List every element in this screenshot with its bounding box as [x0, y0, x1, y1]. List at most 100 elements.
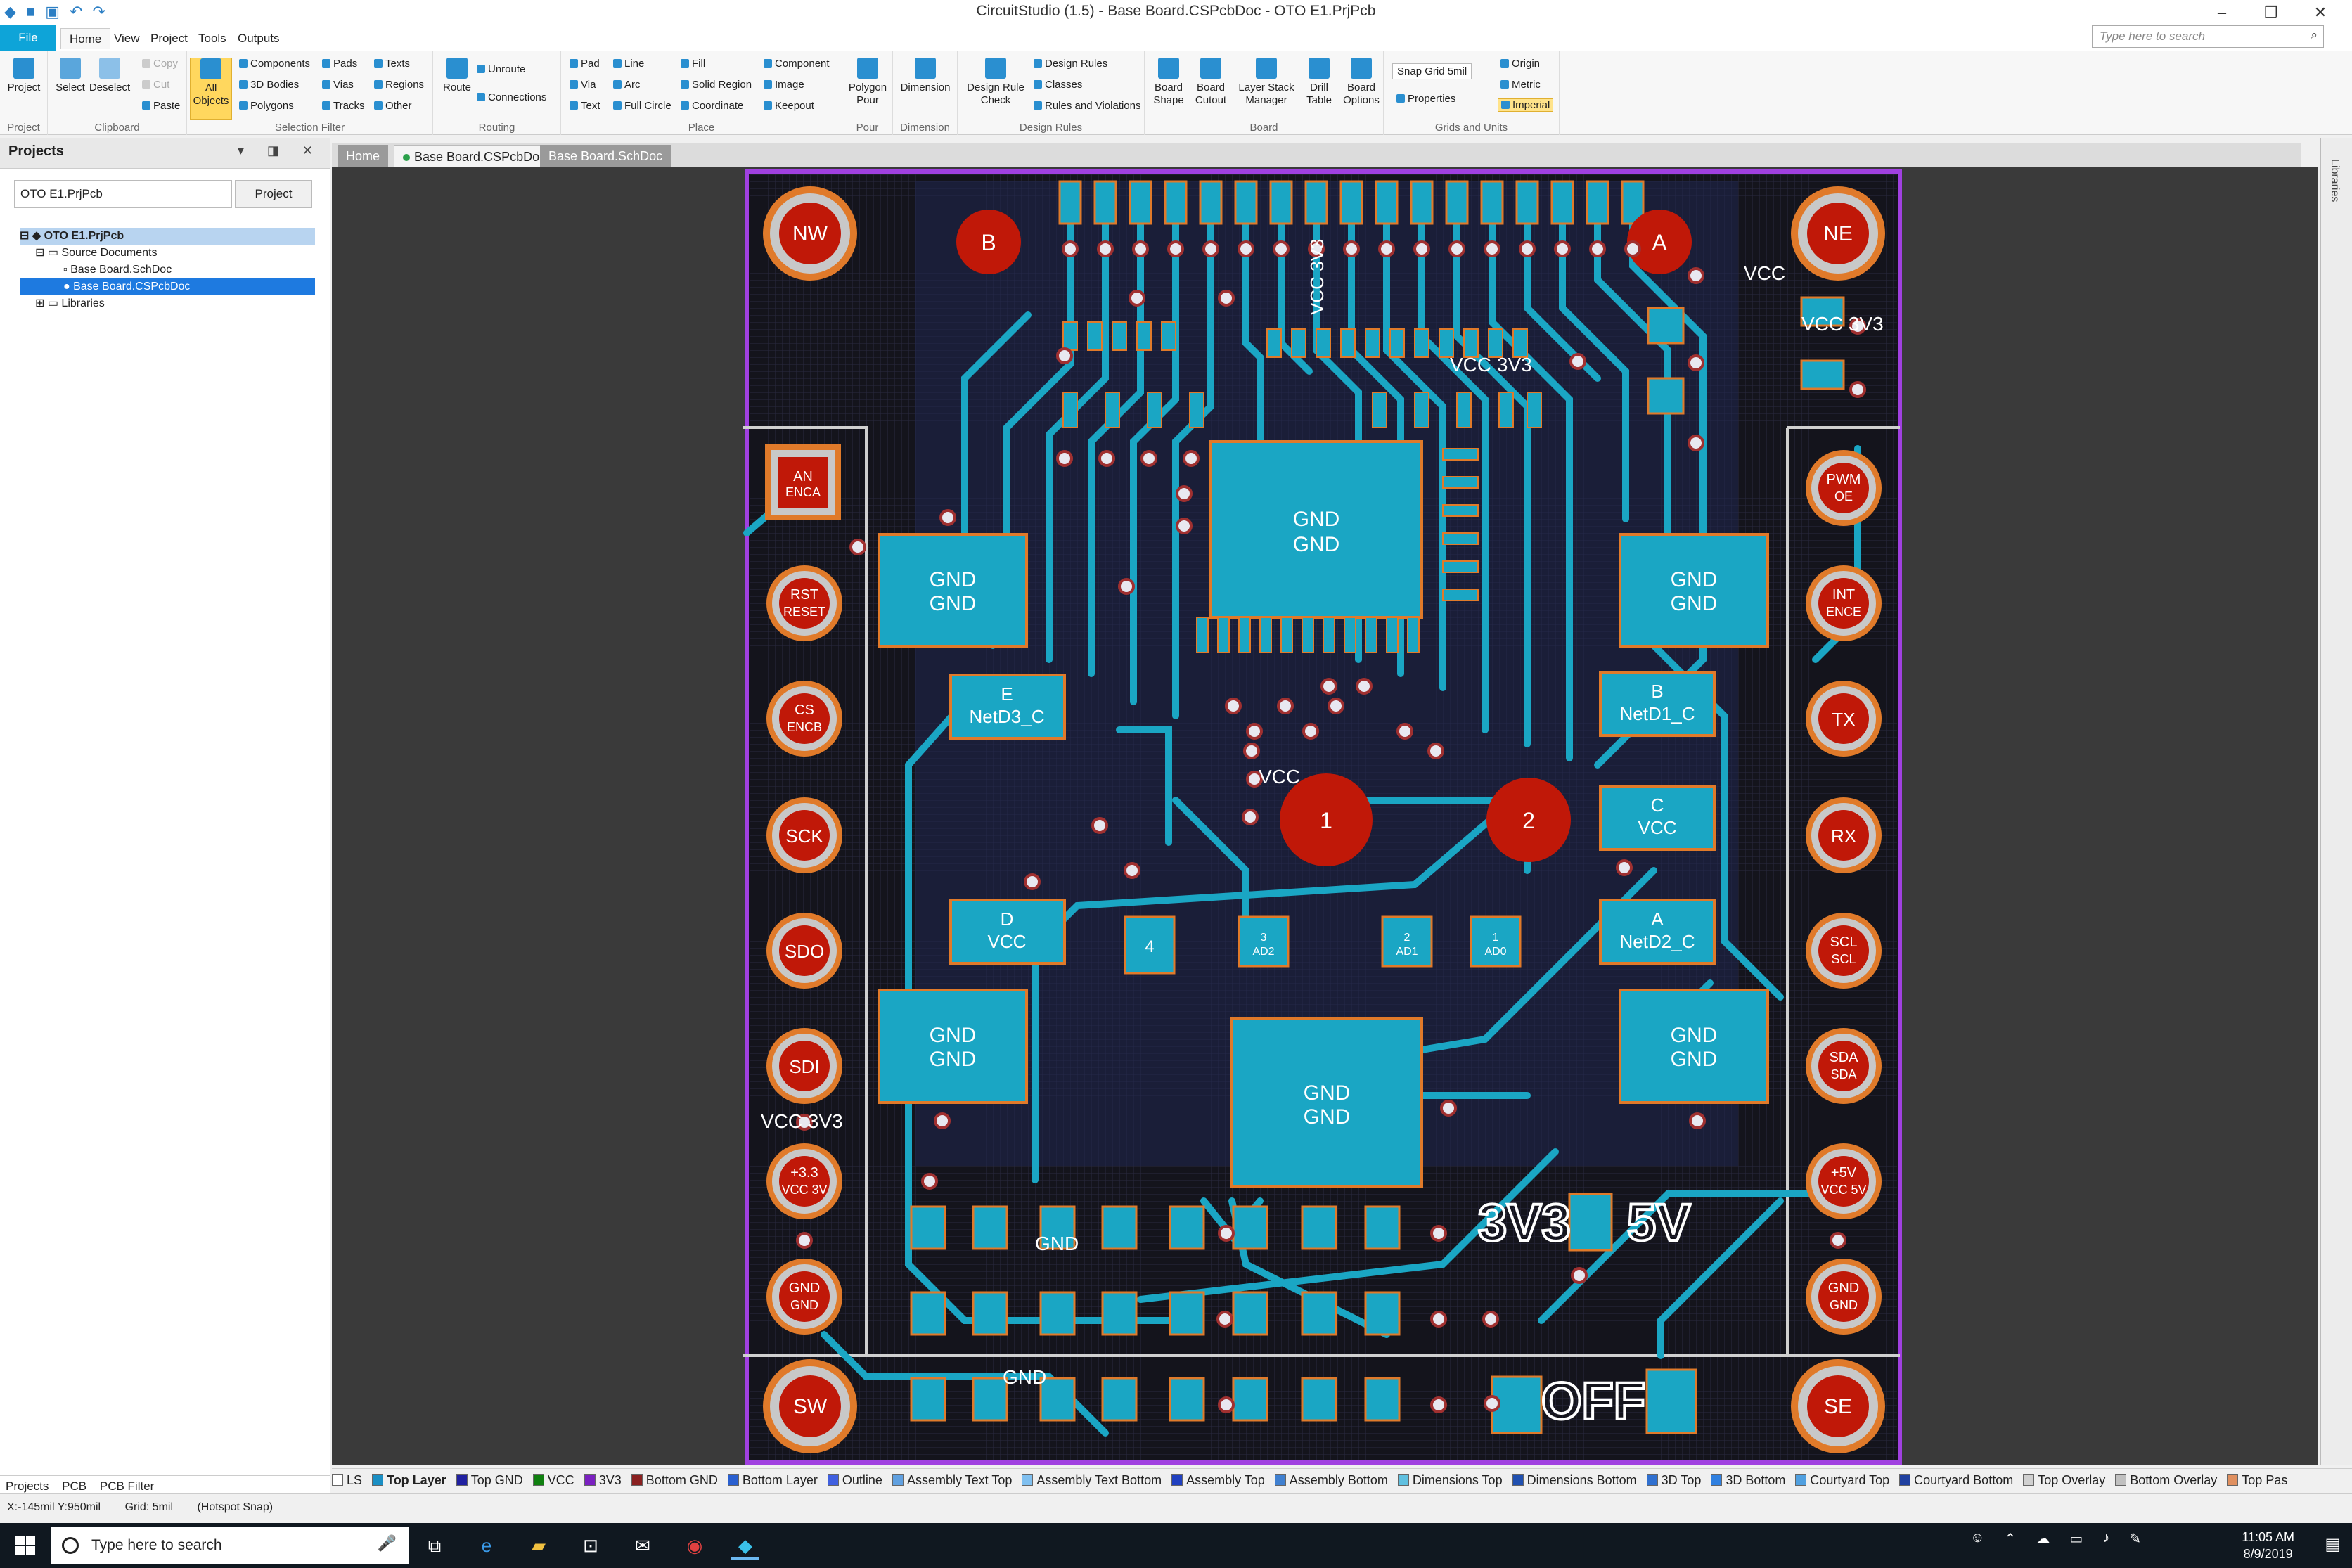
tab-pcb-panel[interactable]: PCB: [62, 1479, 87, 1493]
layer-tab-assembly-bottom[interactable]: Assembly Bottom: [1274, 1469, 1388, 1491]
layer-tab-assembly-text-top[interactable]: Assembly Text Top: [892, 1469, 1012, 1491]
project-field[interactable]: OTO E1.PrjPcb: [14, 180, 232, 208]
filter-3d-bodies[interactable]: 3D Bodies: [239, 79, 299, 91]
layer-tab-top-layer[interactable]: Top Layer: [372, 1469, 446, 1491]
layer-tab-bottom-gnd[interactable]: Bottom GND: [631, 1469, 718, 1491]
place-component[interactable]: Component: [764, 58, 830, 70]
place-fill[interactable]: Fill: [681, 58, 705, 70]
project-button-panel[interactable]: Project: [235, 180, 312, 208]
search-icon[interactable]: ⌕: [2311, 28, 2318, 41]
layer-tab-outline[interactable]: Outline: [827, 1469, 882, 1491]
taskbar-clock[interactable]: 11:05 AM 8/9/2019: [2242, 1530, 2294, 1561]
filter-polygons[interactable]: Polygons: [239, 100, 294, 112]
volume-icon[interactable]: ♪: [2102, 1530, 2110, 1545]
layer-tab-bottom-layer[interactable]: Bottom Layer: [727, 1469, 818, 1491]
cut-button[interactable]: Cut: [142, 79, 169, 91]
place-solid-region[interactable]: Solid Region: [681, 79, 752, 91]
unroute-button[interactable]: Unroute: [477, 63, 525, 75]
pen-icon[interactable]: ✎: [2129, 1531, 2141, 1547]
store-icon[interactable]: ⊡: [583, 1535, 598, 1556]
tray-chevron-icon[interactable]: ⌃: [2004, 1531, 2017, 1547]
board-options-button[interactable]: Board Options: [1340, 58, 1382, 107]
layer-tab-3v3[interactable]: 3V3: [584, 1469, 622, 1491]
tab-file[interactable]: File: [0, 25, 56, 51]
tree-item-libraries[interactable]: ⊞ ▭ Libraries: [35, 297, 105, 309]
place-arc[interactable]: Arc: [613, 79, 641, 91]
layer-tab-assembly-top[interactable]: Assembly Top: [1171, 1469, 1265, 1491]
filter-tracks[interactable]: Tracks: [322, 100, 364, 112]
layer-stack-manager-button[interactable]: Layer Stack Manager: [1235, 58, 1298, 107]
save-icon[interactable]: ■: [25, 3, 36, 20]
imperial-button[interactable]: Imperial: [1498, 98, 1554, 112]
close-button[interactable]: ✕: [2313, 4, 2327, 21]
origin-button[interactable]: Origin: [1500, 58, 1540, 70]
drill-table-button[interactable]: Drill Table: [1301, 58, 1337, 107]
layer-tab-courtyard-bottom[interactable]: Courtyard Bottom: [1899, 1469, 2013, 1491]
properties-button[interactable]: Properties: [1396, 93, 1455, 105]
layer-tab-dimensions-bottom[interactable]: Dimensions Bottom: [1512, 1469, 1637, 1491]
taskbar-search[interactable]: Type here to search 🎤: [51, 1527, 409, 1564]
layer-tab-3d-top[interactable]: 3D Top: [1646, 1469, 1701, 1491]
layer-tab-bottom-overlay[interactable]: Bottom Overlay: [2115, 1469, 2217, 1491]
tree-item-pcbdoc[interactable]: ● Base Board.CSPcbDoc: [20, 278, 315, 295]
search-input[interactable]: Type here to search ⌕: [2092, 25, 2324, 48]
classes-button[interactable]: Classes: [1034, 79, 1082, 91]
tab-project[interactable]: Project: [150, 32, 188, 45]
place-pad[interactable]: Pad: [570, 58, 600, 70]
redo-icon[interactable]: ↷: [92, 3, 105, 20]
mail-icon[interactable]: ✉: [635, 1535, 650, 1556]
place-via[interactable]: Via: [570, 79, 596, 91]
minimize-button[interactable]: –: [2217, 4, 2227, 21]
tab-projects-panel[interactable]: Projects: [6, 1479, 49, 1493]
all-objects-button[interactable]: All Objects: [190, 58, 232, 120]
undo-icon[interactable]: ↶: [70, 3, 83, 20]
task-view-icon[interactable]: ⧉: [428, 1535, 442, 1556]
layer-tab-3d-bottom[interactable]: 3D Bottom: [1711, 1469, 1785, 1491]
chrome-icon[interactable]: ◉: [686, 1535, 703, 1556]
filter-components[interactable]: Components: [239, 58, 310, 70]
filter-regions[interactable]: Regions: [374, 79, 424, 91]
tree-item-source-documents[interactable]: ⊟ ▭ Source Documents: [35, 247, 158, 259]
file-explorer-icon[interactable]: ▰: [532, 1535, 546, 1556]
restore-button[interactable]: ❐: [2264, 4, 2278, 21]
save-all-icon[interactable]: ▣: [45, 3, 60, 20]
place-line[interactable]: Line: [613, 58, 644, 70]
design-rule-check-button[interactable]: Design Rule Check: [962, 58, 1029, 107]
people-icon[interactable]: ☺: [1970, 1530, 1985, 1545]
project-button[interactable]: Project: [3, 58, 45, 94]
filter-texts[interactable]: Texts: [374, 58, 410, 70]
filter-other[interactable]: Other: [374, 100, 412, 112]
network-icon[interactable]: ▭: [2069, 1531, 2083, 1547]
deselect-button[interactable]: Deselect: [89, 58, 131, 94]
libraries-side-panel[interactable]: Libraries: [2320, 138, 2352, 1465]
tab-tools[interactable]: Tools: [198, 32, 226, 45]
route-button[interactable]: Route: [436, 58, 478, 94]
doc-tab-pcb[interactable]: Base Board.CSPcbDoc: [394, 145, 555, 167]
layer-tab-top-gnd[interactable]: Top GND: [456, 1469, 523, 1491]
place-coordinate[interactable]: Coordinate: [681, 100, 743, 112]
layer-tab-top-overlay[interactable]: Top Overlay: [2023, 1469, 2105, 1491]
layer-tab-courtyard-top[interactable]: Courtyard Top: [1795, 1469, 1889, 1491]
layer-tab-top-pas[interactable]: Top Pas: [2227, 1469, 2287, 1491]
place-full-circle[interactable]: Full Circle: [613, 100, 671, 112]
filter-pads[interactable]: Pads: [322, 58, 357, 70]
notification-icon[interactable]: ▤: [2325, 1535, 2341, 1554]
doc-tab-sch[interactable]: Base Board.SchDoc: [540, 145, 671, 167]
layer-tab-dimensions-top[interactable]: Dimensions Top: [1397, 1469, 1503, 1491]
board-shape-button[interactable]: Board Shape: [1148, 58, 1190, 107]
panel-controls[interactable]: ▾ ◨ ✕: [237, 143, 323, 158]
microphone-icon[interactable]: 🎤: [377, 1534, 397, 1552]
tab-pcb-filter-panel[interactable]: PCB Filter: [99, 1479, 155, 1493]
copy-button[interactable]: Copy: [142, 58, 178, 70]
rules-violations-button[interactable]: Rules and Violations: [1034, 100, 1140, 112]
doc-tab-home[interactable]: Home: [338, 145, 389, 167]
place-keepout[interactable]: Keepout: [764, 100, 814, 112]
onedrive-icon[interactable]: ☁: [2036, 1531, 2050, 1547]
tree-item-schdoc[interactable]: ▫ Base Board.SchDoc: [63, 264, 172, 276]
pcb-canvas[interactable]: GND GND GND GND: [332, 167, 2318, 1465]
tab-home[interactable]: Home: [60, 28, 111, 49]
filter-vias[interactable]: Vias: [322, 79, 354, 91]
place-image[interactable]: Image: [764, 79, 804, 91]
windows-start-icon[interactable]: [15, 1536, 35, 1555]
tree-item-project[interactable]: ⊟ ◆ OTO E1.PrjPcb: [20, 228, 315, 245]
